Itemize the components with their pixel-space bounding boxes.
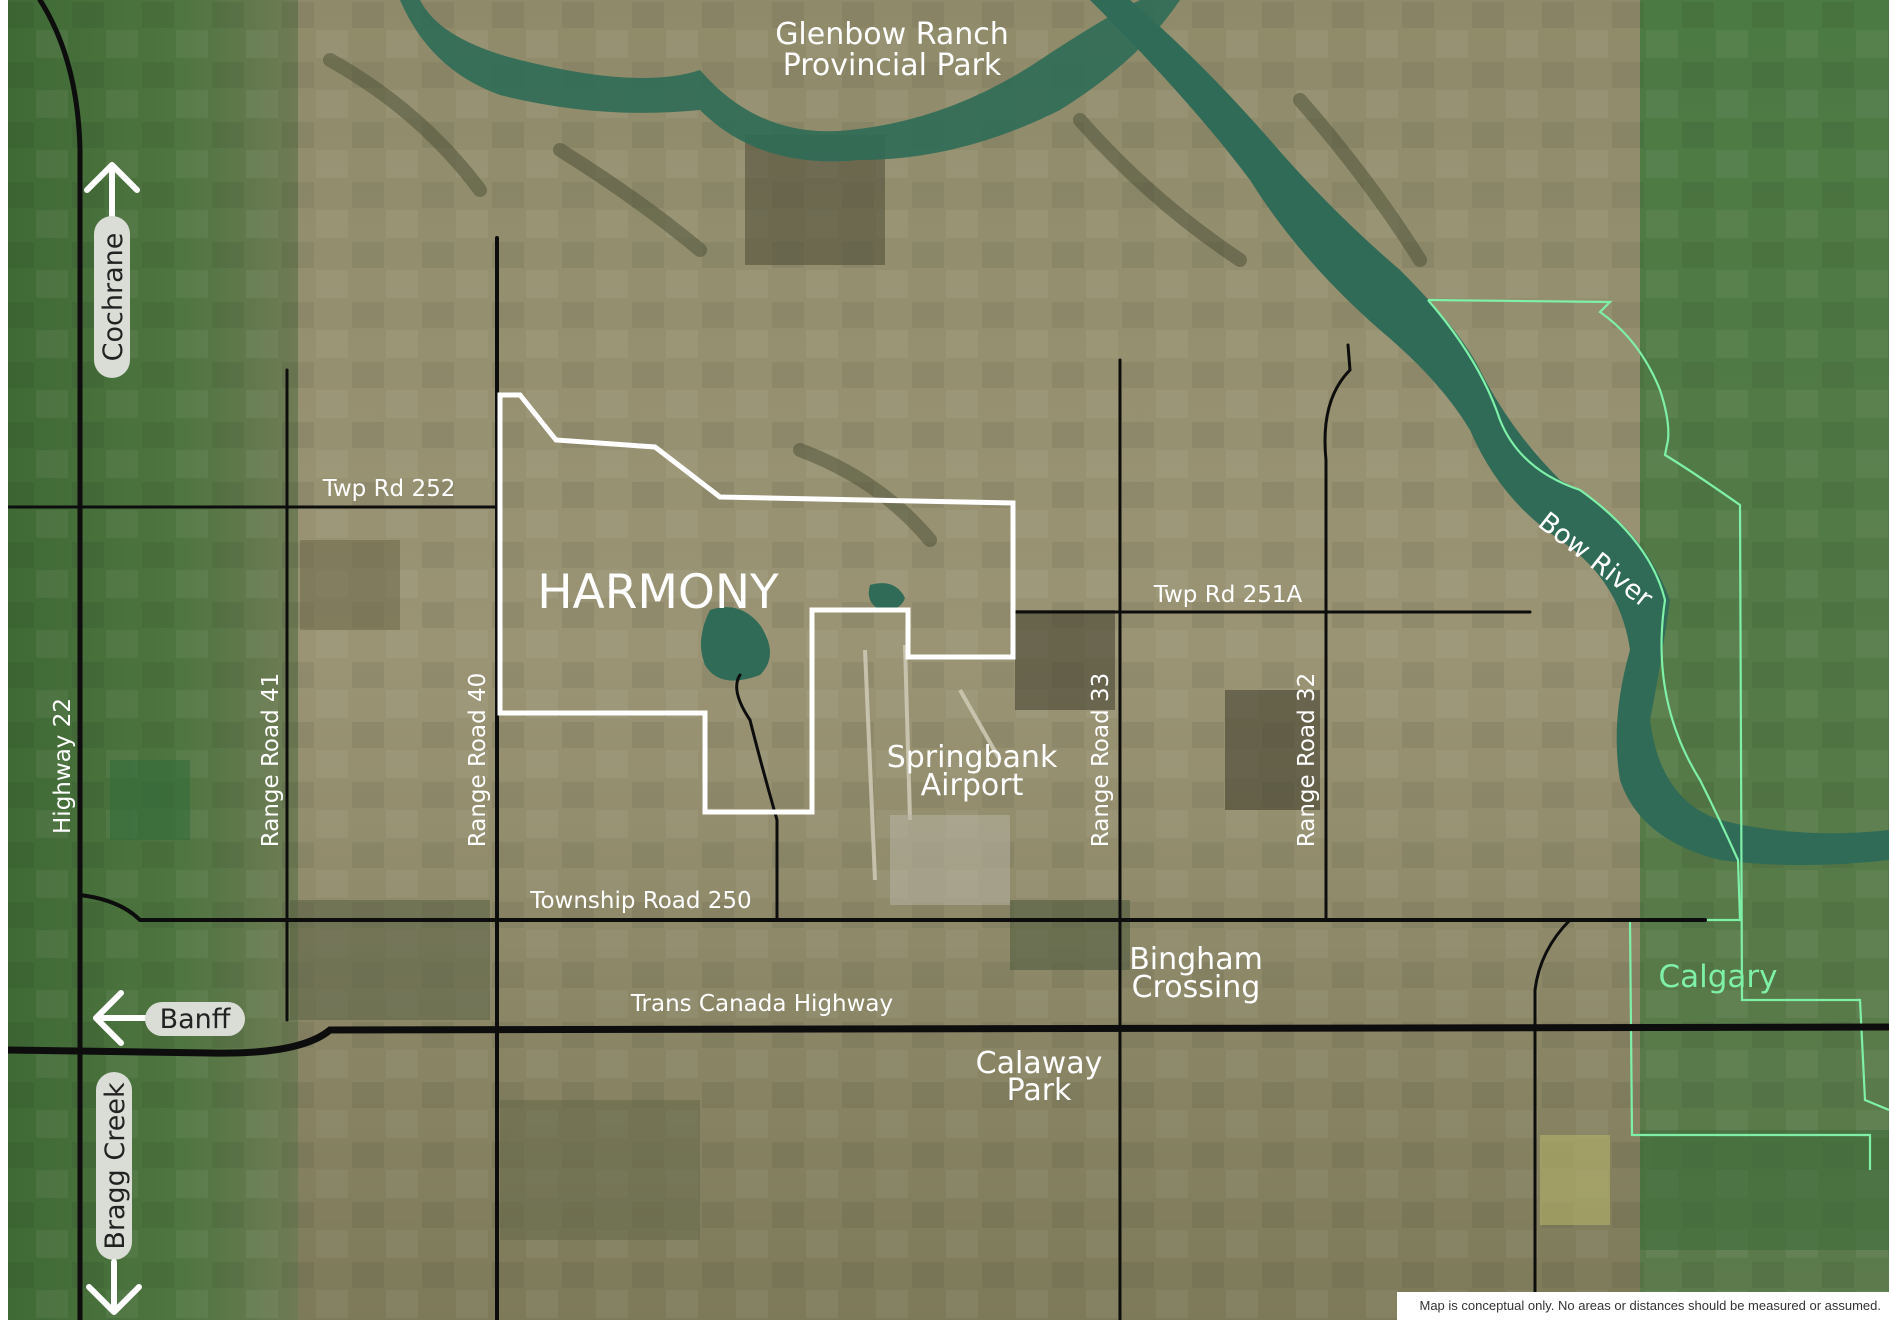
up-arrow-icon — [84, 162, 140, 219]
calaway-label-line2: Park — [1007, 1073, 1072, 1108]
highway-22-label: Highway 22 — [50, 698, 76, 834]
calaway-label-line1: Calaway — [976, 1046, 1103, 1081]
left-arrow-icon — [93, 990, 148, 1046]
banff-direction: Banff — [93, 990, 245, 1046]
springbank-label-line2: Airport — [921, 768, 1024, 803]
calgary-boundary-river — [1427, 299, 1872, 1170]
bingham-label-line2: Crossing — [1132, 970, 1261, 1005]
range-road-32-label: Range Road 32 — [1294, 673, 1320, 848]
township-road-250-road — [78, 893, 1707, 922]
left-margin — [0, 0, 8, 1320]
east-connector-road — [1533, 918, 1572, 1320]
harmony-boundary — [497, 392, 1016, 815]
range-road-41-label: Range Road 41 — [258, 673, 284, 848]
cochrane-label: Cochrane — [98, 233, 129, 362]
glenbow-label-line1: Glenbow Ranch — [775, 17, 1009, 52]
twp-rd-252-label: Twp Rd 252 — [322, 476, 456, 502]
road-network — [4, 0, 1889, 1320]
cochrane-direction: Cochrane — [84, 162, 140, 378]
bingham-label-line1: Bingham — [1129, 942, 1263, 977]
airport-hangars — [890, 815, 1010, 905]
range-road-40-label: Range Road 40 — [465, 673, 491, 848]
harmony-label: HARMONY — [537, 565, 779, 620]
bragg-creek-direction: Bragg Creek — [86, 1072, 142, 1315]
springbank-label-line1: Springbank — [887, 740, 1058, 775]
banff-label: Banff — [160, 1004, 232, 1035]
river-north — [400, 0, 1180, 162]
ravines — [323, 53, 1427, 547]
twp-rd-251a-label: Twp Rd 251A — [1153, 582, 1303, 608]
banff-pill — [145, 1002, 245, 1036]
township-road-250-label: Township Road 250 — [529, 888, 751, 914]
range-road-32-road — [1323, 343, 1352, 922]
down-arrow-icon — [86, 1259, 142, 1315]
airport-runways — [863, 644, 1002, 881]
field-texture — [8, 0, 1889, 1320]
calgary-boundary — [1427, 298, 1889, 1112]
airport-access-road — [735, 673, 779, 922]
trans-canada-road — [4, 1023, 1889, 1057]
bragg-creek-label: Bragg Creek — [100, 1082, 131, 1250]
harmony-pond — [868, 583, 905, 611]
glenbow-label-line2: Provincial Park — [783, 48, 1002, 83]
disclaimer-note: Map is conceptual only. No areas or dist… — [1397, 1292, 1889, 1320]
highway-22-road — [37, 0, 83, 1320]
calgary-label: Calgary — [1658, 959, 1777, 995]
bragg-creek-pill — [96, 1072, 132, 1260]
cochrane-pill — [94, 216, 130, 378]
range-road-33-label: Range Road 33 — [1088, 673, 1114, 848]
trans-canada-label: Trans Canada Highway — [630, 991, 893, 1017]
bow-river — [1090, 0, 1889, 865]
harmony-lake — [701, 607, 770, 681]
